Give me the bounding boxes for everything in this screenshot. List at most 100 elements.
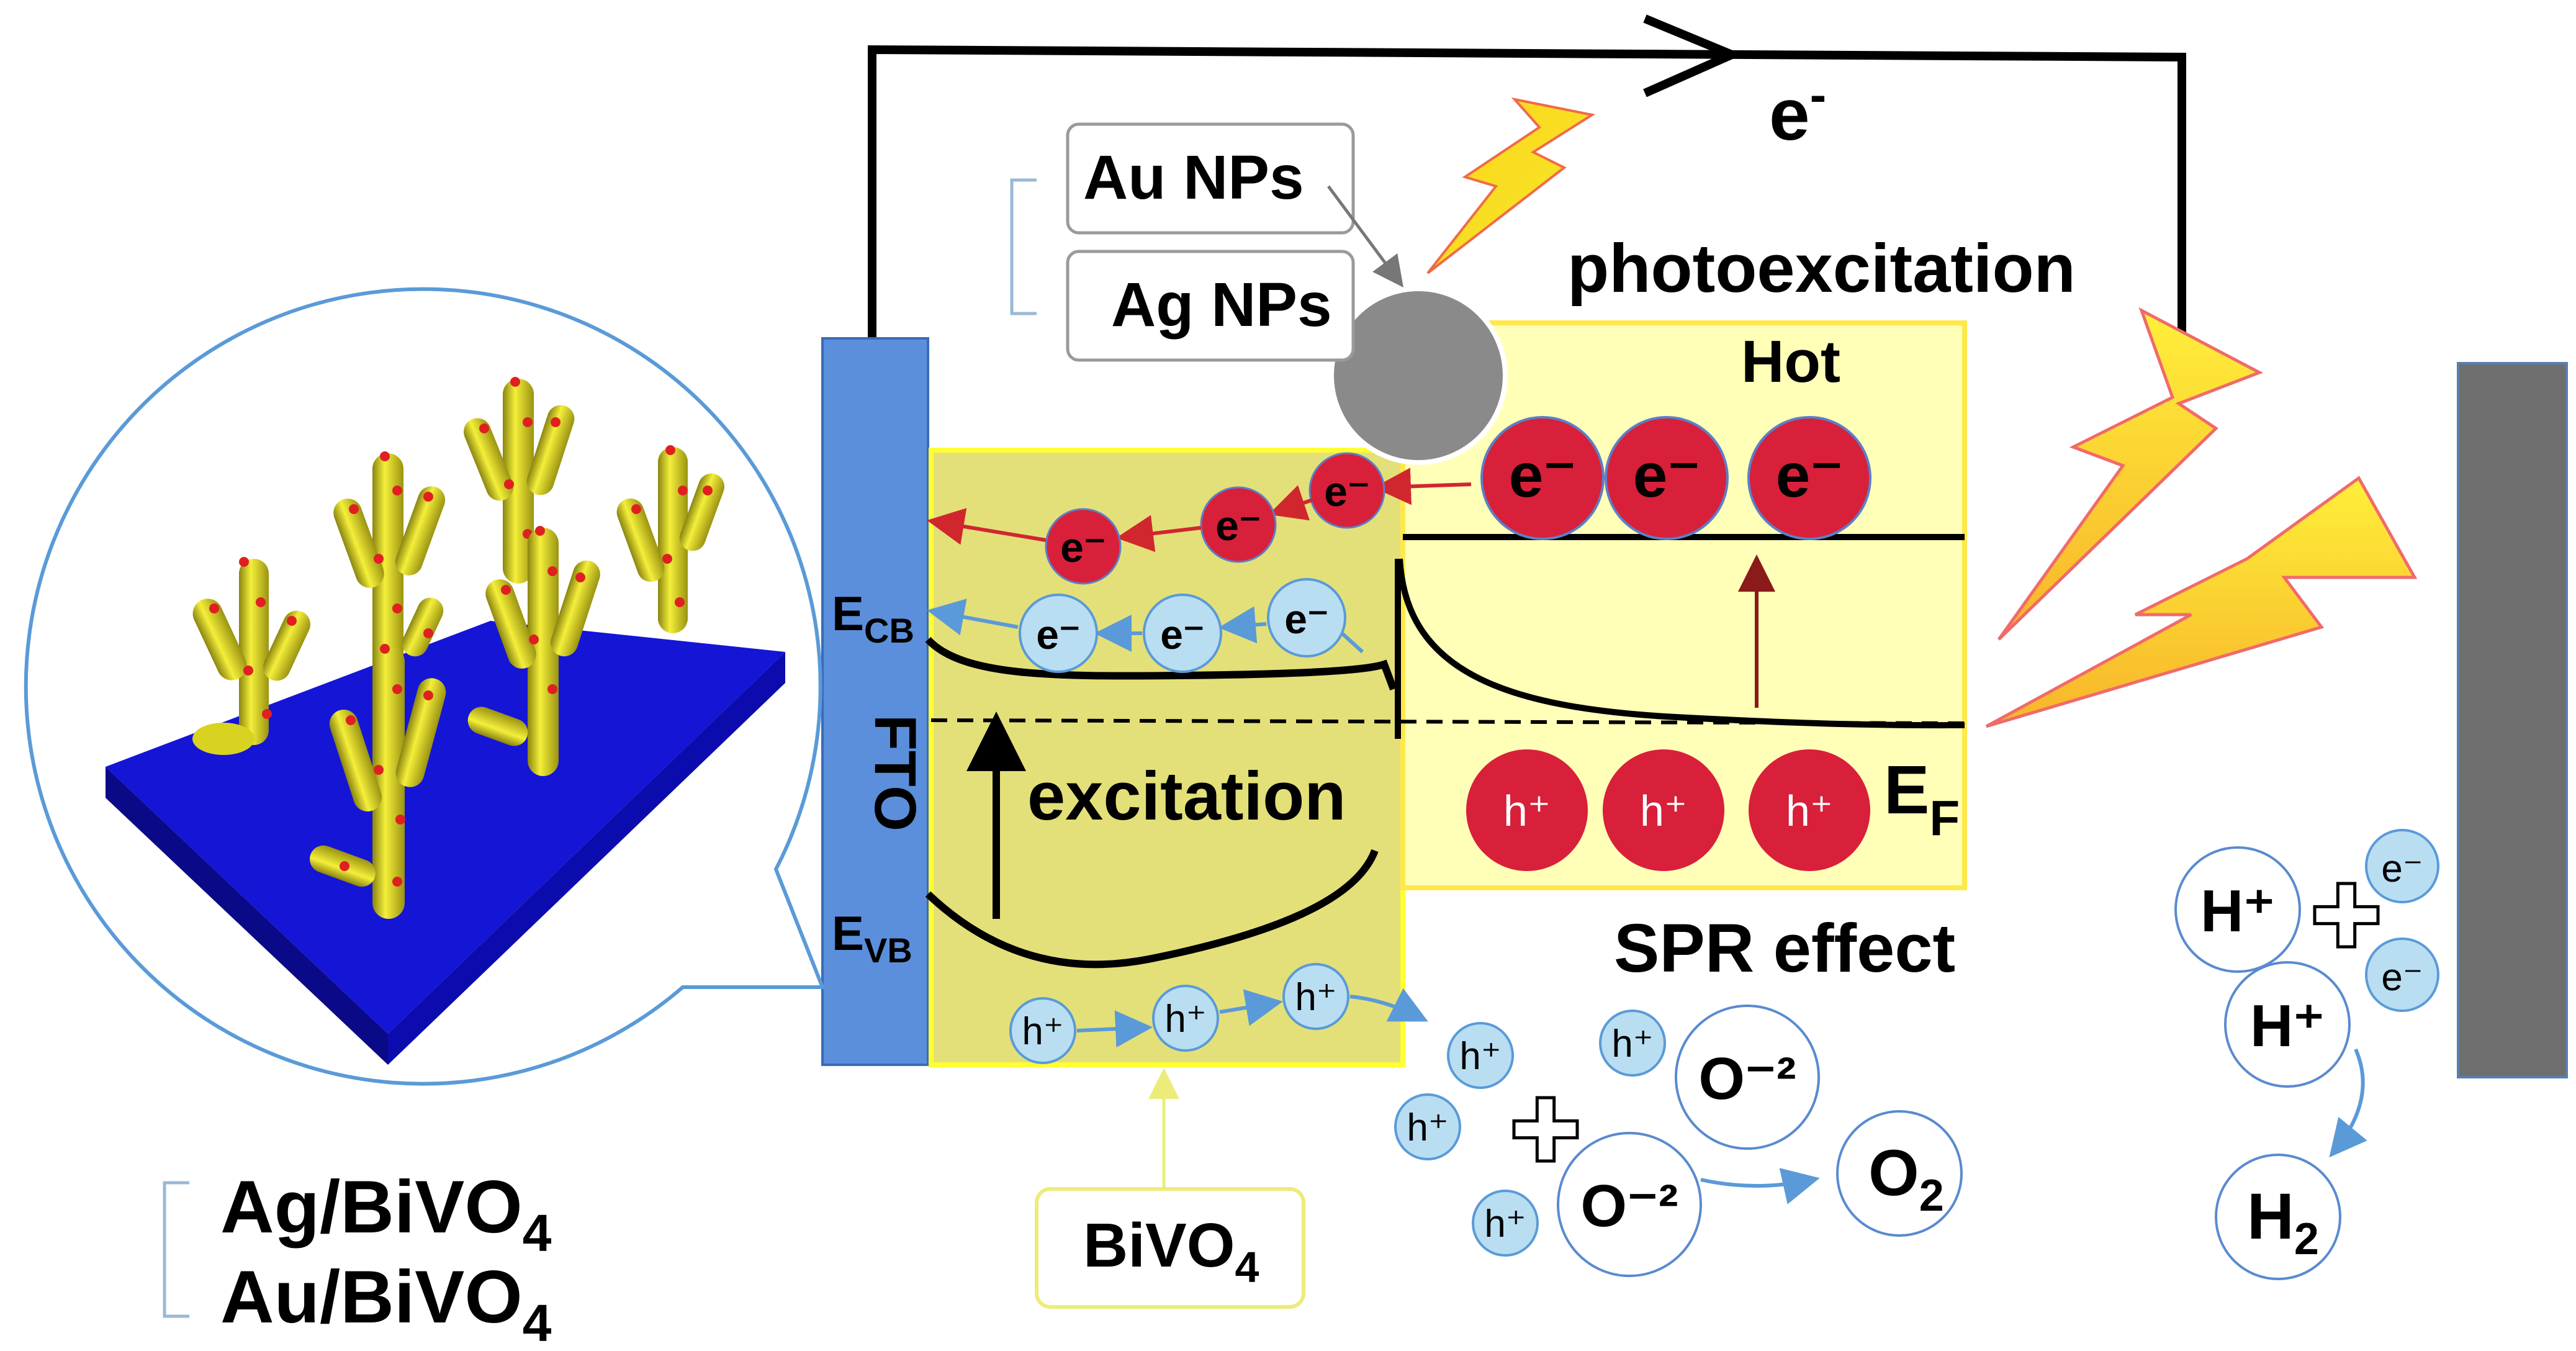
h2-label: H bbox=[2247, 1180, 2294, 1253]
composite-labels: Ag/BiVO4 Au/BiVO4 bbox=[163, 1165, 552, 1351]
o2-label: O bbox=[1868, 1137, 1919, 1209]
hot-electron-group: e⁻ e⁻ e⁻ bbox=[1480, 416, 1871, 540]
nanorod bbox=[467, 526, 600, 776]
injected-electron bbox=[1045, 508, 1122, 585]
cb-electron bbox=[1019, 594, 1098, 673]
svg-text:h⁺: h⁺ bbox=[1407, 1106, 1448, 1149]
reduction-reaction: H⁺ ✚ e⁻ e⁻ H⁺ H2 bbox=[2174, 829, 2439, 1280]
electron-reagent bbox=[2365, 938, 2439, 1012]
oxide-ion bbox=[1675, 1005, 1820, 1150]
nanorod bbox=[309, 644, 446, 919]
metal-hole bbox=[1466, 749, 1588, 871]
nanoparticle-callout: Au NPs Ag NPs bbox=[1010, 122, 1403, 362]
conduction-band-curve bbox=[925, 636, 1397, 691]
nanorod bbox=[192, 557, 311, 755]
proton bbox=[2224, 961, 2351, 1088]
bivo4-callout: BiVO4 bbox=[1035, 1068, 1305, 1309]
hot-label: Hot bbox=[1741, 328, 1840, 395]
cb-electron bbox=[1267, 578, 1346, 657]
photoexcitation-label: photoexcitation bbox=[1567, 230, 2076, 307]
injected-electron-chain: e⁻ e⁻ e⁻ bbox=[927, 452, 1472, 585]
reaction-hole bbox=[1472, 1190, 1539, 1257]
svg-text:BiVO4: BiVO4 bbox=[1083, 1211, 1259, 1291]
ag-nps-box bbox=[1066, 250, 1355, 362]
hot-electron bbox=[1747, 416, 1871, 540]
plus-icon: ✚ bbox=[2310, 868, 2382, 965]
injected-electron bbox=[1200, 486, 1277, 563]
au-nps-label: Au NPs bbox=[1083, 143, 1304, 212]
spr-effect-label: SPR effect bbox=[1614, 910, 1955, 987]
svg-text:e⁻: e⁻ bbox=[1776, 441, 1843, 510]
svg-text:O⁻²: O⁻² bbox=[1698, 1046, 1796, 1112]
svg-text:Ag/BiVO4: Ag/BiVO4 bbox=[220, 1165, 552, 1262]
vb-hole bbox=[1009, 997, 1076, 1064]
svg-text:e⁻: e⁻ bbox=[1324, 468, 1370, 515]
ef-label: E bbox=[1884, 752, 1929, 828]
hot-electron bbox=[1480, 416, 1605, 540]
nanorod bbox=[616, 445, 725, 633]
bivo4-label: BiVO bbox=[1083, 1211, 1235, 1280]
fto-substrate-3d bbox=[106, 621, 785, 1065]
svg-text:e⁻: e⁻ bbox=[1633, 441, 1700, 510]
fto-electrode bbox=[821, 337, 929, 1066]
hot-electron bbox=[1605, 416, 1729, 540]
svg-text:h⁺: h⁺ bbox=[1786, 787, 1833, 835]
svg-text:h⁺: h⁺ bbox=[1611, 1023, 1653, 1065]
svg-text:O⁻²: O⁻² bbox=[1580, 1173, 1678, 1239]
external-circuit: e- bbox=[868, 14, 2186, 363]
metal-nanoparticle bbox=[1329, 286, 1508, 465]
svg-text:h⁺: h⁺ bbox=[1484, 1203, 1526, 1245]
svg-text:EVB: EVB bbox=[832, 906, 912, 970]
metal-band-bending-curve bbox=[1397, 558, 1965, 729]
metal-hole bbox=[1749, 749, 1870, 871]
svg-text:H⁺: H⁺ bbox=[2250, 993, 2325, 1059]
reaction-hole bbox=[1599, 1010, 1666, 1077]
svg-text:O2: O2 bbox=[1868, 1137, 1944, 1221]
vb-hole bbox=[1152, 985, 1219, 1052]
oxygen-molecule bbox=[1836, 1110, 1963, 1237]
svg-text:ECB: ECB bbox=[832, 586, 914, 650]
lightning-bolt-icon-middle bbox=[1997, 307, 2264, 641]
svg-text:e⁻: e⁻ bbox=[1160, 612, 1205, 657]
svg-text:h⁺: h⁺ bbox=[1503, 787, 1551, 835]
lightning-bolt-icon-bottom bbox=[1985, 476, 2418, 728]
svg-text:e-: e- bbox=[1769, 67, 1826, 156]
proton bbox=[2174, 846, 2301, 973]
valence-band-curve bbox=[925, 849, 1379, 969]
excitation-label: excitation bbox=[1027, 758, 1346, 834]
svg-text:e⁻: e⁻ bbox=[1284, 596, 1329, 642]
reaction-hole bbox=[1447, 1022, 1514, 1089]
oxidation-reaction: h⁺ h⁺ h⁺ h⁺ ✚ O⁻² O⁻² O2 bbox=[1394, 1005, 1963, 1277]
vb-hole-chain: h⁺ h⁺ h⁺ bbox=[1009, 963, 1428, 1064]
svg-text:H⁺: H⁺ bbox=[2200, 878, 2275, 944]
evb-label: E bbox=[832, 906, 864, 960]
vb-hole bbox=[1282, 963, 1349, 1030]
svg-text:e⁻: e⁻ bbox=[1060, 524, 1106, 571]
electron-reagent bbox=[2365, 829, 2439, 903]
ag-nps-label: Ag NPs bbox=[1111, 270, 1332, 340]
cb-electron-chain: e⁻ e⁻ e⁻ bbox=[927, 578, 1364, 673]
au-bivo4-label: Au/BiVO bbox=[220, 1255, 523, 1339]
counter-electrode bbox=[2457, 362, 2568, 1078]
svg-text:h⁺: h⁺ bbox=[1640, 787, 1687, 835]
oxide-ion bbox=[1557, 1132, 1702, 1277]
svg-text:e⁻: e⁻ bbox=[2381, 956, 2423, 999]
svg-text:h⁺: h⁺ bbox=[1022, 1010, 1063, 1053]
lightning-bolt-icon-top bbox=[1426, 97, 1596, 274]
ecb-label: E bbox=[832, 586, 864, 641]
svg-text:e⁻: e⁻ bbox=[1036, 612, 1081, 657]
au-nps-box bbox=[1066, 122, 1355, 235]
svg-text:h⁺: h⁺ bbox=[1164, 998, 1206, 1041]
metal-hole bbox=[1603, 749, 1724, 871]
metal-hole-group: h⁺ h⁺ h⁺ bbox=[1466, 749, 1870, 871]
bivo4-nanorod-array bbox=[192, 377, 725, 919]
svg-text:e⁻: e⁻ bbox=[2381, 847, 2423, 890]
fto-label: FTO bbox=[862, 715, 928, 831]
reaction-hole bbox=[1394, 1093, 1461, 1160]
bivo4-box bbox=[1035, 1187, 1305, 1309]
svg-text:Au/BiVO4: Au/BiVO4 bbox=[220, 1255, 552, 1351]
svg-text:EF: EF bbox=[1884, 752, 1960, 846]
svg-text:H2: H2 bbox=[2247, 1180, 2319, 1264]
svg-text:h⁺: h⁺ bbox=[1459, 1035, 1501, 1078]
svg-text:e⁻: e⁻ bbox=[1215, 502, 1261, 549]
